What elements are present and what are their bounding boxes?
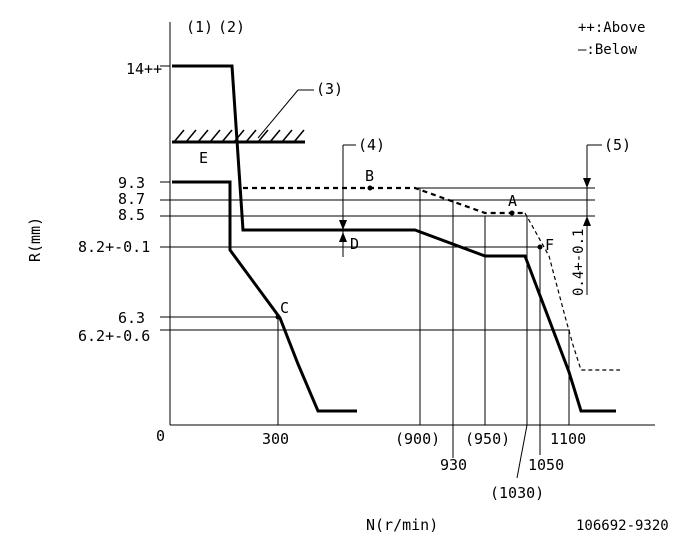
dim5-arrow-top: [583, 178, 591, 188]
legend-above: ++:Above: [578, 20, 645, 36]
dashed-upper-curve: [243, 186, 525, 215]
delta-label: 0.4+-0.1: [571, 229, 587, 296]
top-label-1: (1): [186, 18, 213, 36]
x-tick-950: (950): [465, 430, 510, 448]
y-tick-8.5: 8.5: [118, 206, 145, 224]
y-tick-8.2: 8.2+-0.1: [78, 238, 150, 256]
figure-id: 106692-9320: [576, 518, 669, 534]
top-label-2: (2): [218, 18, 245, 36]
curve-1: [172, 64, 616, 413]
y-tick-14: 14++: [126, 60, 162, 78]
label-B: B: [365, 167, 374, 185]
x-tick-1030: (1030): [490, 484, 544, 502]
x-tick-930: 930: [440, 456, 467, 474]
y-axis-title: R(mm): [26, 217, 44, 262]
x-tick-1050: 1050: [528, 456, 564, 474]
x-tick-900: (900): [395, 430, 440, 448]
y-tick-9.3: 9.3: [118, 174, 145, 192]
dashed-upper-curve-tail: [524, 212, 620, 371]
x-tick-1100: 1100: [550, 430, 586, 448]
y-tick-0: 0: [156, 427, 165, 445]
point-A: [509, 210, 515, 216]
x-axis-title: N(r/min): [366, 516, 438, 534]
dim4-arrow-top: [339, 220, 347, 230]
leader-3: [257, 89, 299, 139]
point-C: [275, 314, 281, 320]
label-5: (5): [604, 136, 631, 154]
label-D: D: [350, 235, 359, 253]
label-4: (4): [358, 136, 385, 154]
label-A: A: [508, 192, 517, 210]
point-F: [537, 244, 543, 250]
x-tick-300: 300: [262, 430, 289, 448]
label-3: (3): [316, 80, 343, 98]
dim4-arrow-bottom: [339, 232, 347, 242]
label-F: F: [545, 236, 554, 254]
dim5-arrow-bottom: [583, 216, 591, 226]
point-B: [367, 185, 373, 191]
stopper-hatching: [173, 129, 305, 143]
y-tick-6.2: 6.2+-0.6: [78, 327, 150, 345]
leader-1030: [516, 424, 528, 479]
y-tick-8.7: 8.7: [118, 190, 145, 208]
y-tick-6.3: 6.3: [118, 309, 145, 327]
label-E: E: [199, 149, 208, 167]
legend-below: —:Below: [578, 42, 638, 58]
label-C: C: [280, 299, 289, 317]
